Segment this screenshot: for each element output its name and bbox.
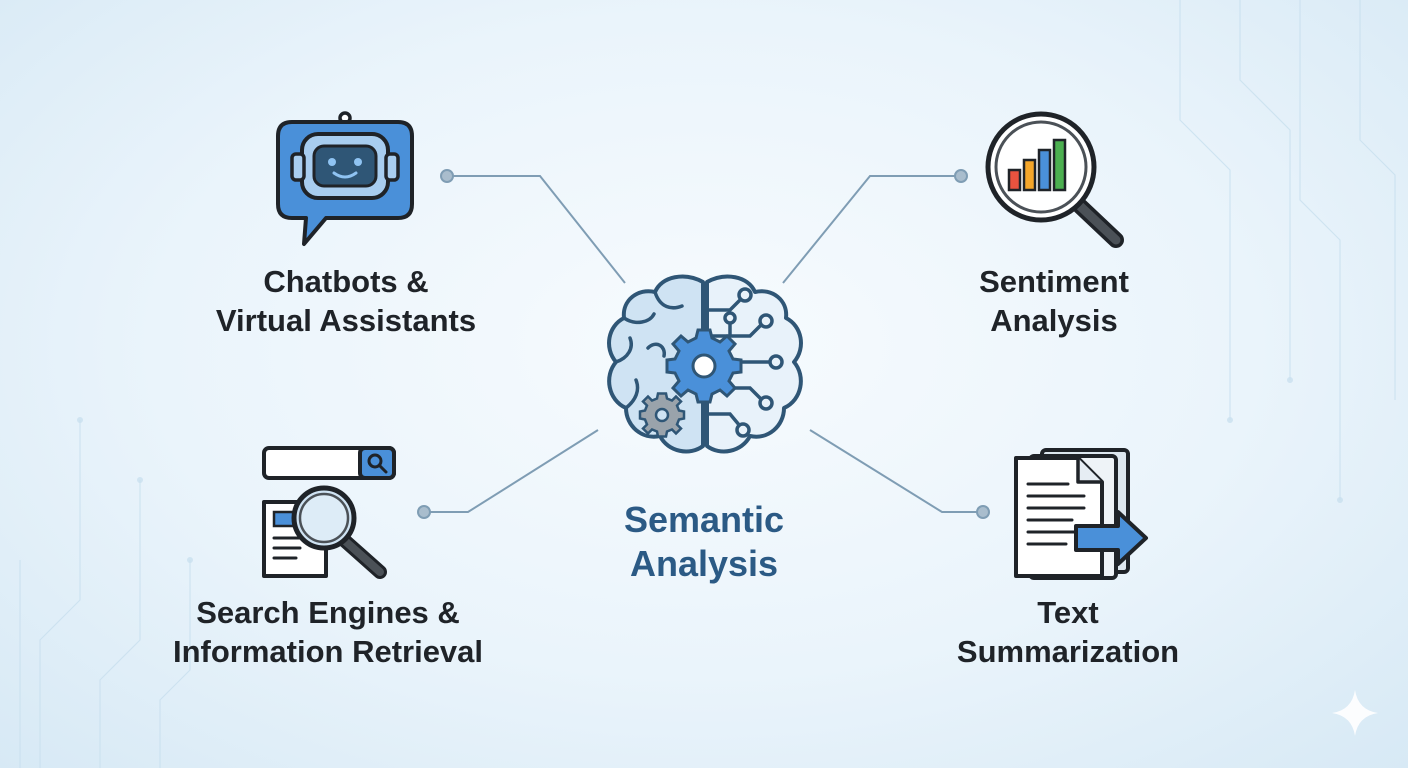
center-title: Semantic Analysis	[554, 498, 854, 586]
chatbots-label: Chatbots & Virtual Assistants	[174, 262, 518, 340]
sentiment-label: Sentiment Analysis	[904, 262, 1204, 340]
search-document-icon	[262, 446, 396, 579]
connector-dot-sentiment	[954, 169, 968, 183]
search-label: Search Engines & Information Retrieval	[140, 593, 516, 671]
summarization-label-line1: Text	[1037, 595, 1099, 630]
gear-icon	[665, 328, 743, 404]
search-icon	[367, 453, 383, 469]
document-summary-icon	[1014, 448, 1148, 580]
center-title-line2: Analysis	[629, 543, 779, 584]
bar-green	[1052, 138, 1067, 192]
search-label-line1: Search Engines &	[196, 595, 460, 630]
summarization-label: Text Summarization	[918, 593, 1218, 671]
connector-search	[424, 429, 599, 513]
bar-orange	[1022, 158, 1037, 192]
sentiment-label-line1: Sentiment	[979, 264, 1129, 299]
connector-summarization	[809, 429, 983, 513]
bar-red	[1007, 168, 1022, 192]
connector-dot-summarization	[976, 505, 990, 519]
sparkle-icon	[1332, 690, 1378, 736]
small-gear-icon	[638, 392, 686, 438]
arrow-right-icon	[1074, 510, 1148, 566]
center-title-line1: Semantic	[623, 499, 785, 540]
chatbots-label-line2: Virtual Assistants	[215, 303, 477, 338]
connector-chatbots	[447, 175, 626, 284]
brain-icon	[607, 274, 803, 454]
bar-blue	[1037, 148, 1052, 192]
connector-dot-search	[417, 505, 431, 519]
connector-sentiment	[782, 175, 961, 284]
summarization-label-line2: Summarization	[956, 634, 1180, 669]
search-label-line2: Information Retrieval	[172, 634, 484, 669]
chatbot-icon	[276, 111, 414, 246]
chatbots-label-line1: Chatbots &	[263, 264, 429, 299]
sentiment-label-line2: Analysis	[990, 303, 1118, 338]
magnifier-chart-icon	[985, 111, 1124, 248]
connector-dot-chatbots	[440, 169, 454, 183]
